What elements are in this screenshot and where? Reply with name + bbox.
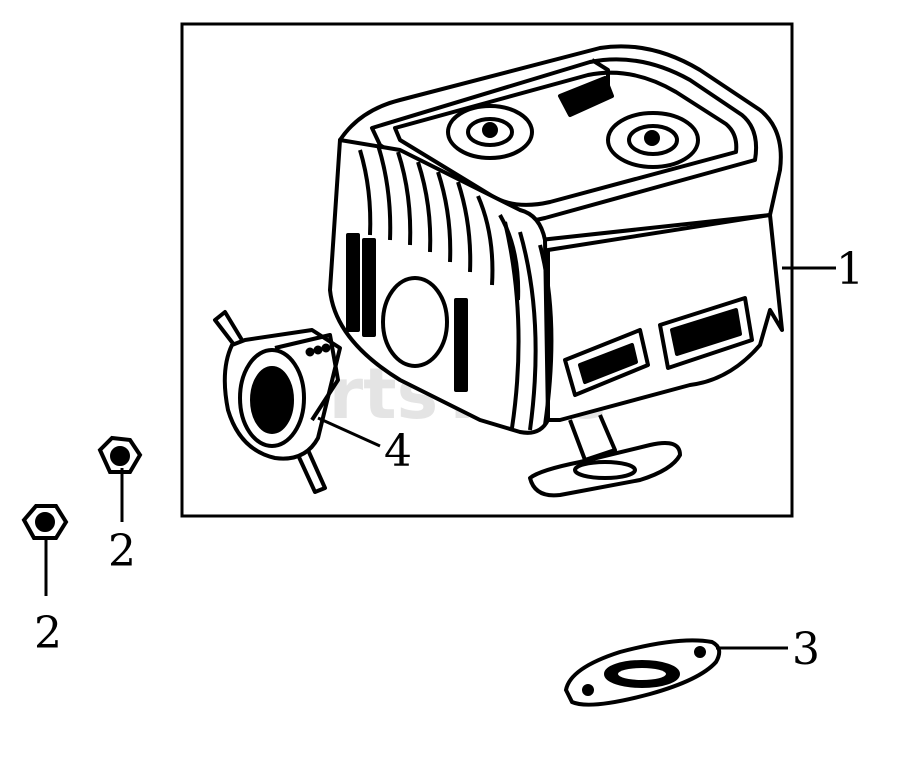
assembly-frame bbox=[180, 22, 794, 518]
leader-lines bbox=[44, 266, 836, 650]
gasket-deflector-illustration bbox=[213, 310, 342, 494]
callout-2b: 2 bbox=[34, 608, 62, 659]
leader-line-4 bbox=[317, 416, 381, 448]
callout-4: 4 bbox=[384, 426, 412, 477]
nut-illustration-a bbox=[97, 435, 143, 474]
callout-3: 3 bbox=[792, 624, 820, 675]
muffler-illustration bbox=[328, 44, 784, 498]
nut-illustration-b bbox=[21, 504, 69, 540]
gasket-illustration bbox=[563, 638, 722, 707]
callout-2a: 2 bbox=[108, 526, 136, 577]
callout-1: 1 bbox=[836, 244, 864, 295]
